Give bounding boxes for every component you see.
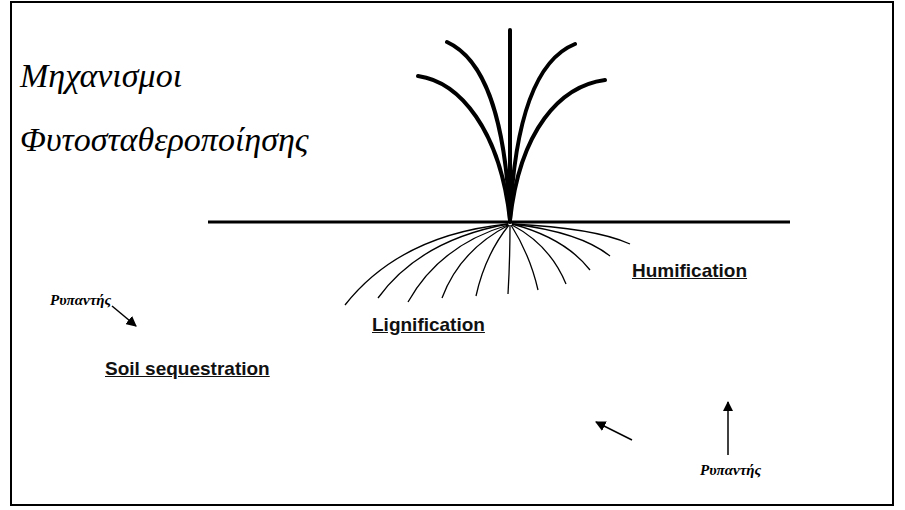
pollutant-label: Ρυπαντής: [50, 292, 111, 309]
plant-shoot: [418, 30, 605, 222]
pollutant-label: Ρυπαντής: [700, 462, 761, 479]
mechanism-label: Humification: [632, 260, 747, 282]
pollutant-arrows: [112, 306, 728, 455]
mechanism-label: Soil sequestration: [105, 358, 270, 380]
diagram-title: Μηχανισμοι Φυτοσταθεροποίησης: [20, 44, 420, 172]
frame: [11, 2, 893, 505]
ground-line: [208, 221, 790, 224]
roots: [345, 224, 630, 305]
mechanism-label: Lignification: [372, 314, 485, 336]
